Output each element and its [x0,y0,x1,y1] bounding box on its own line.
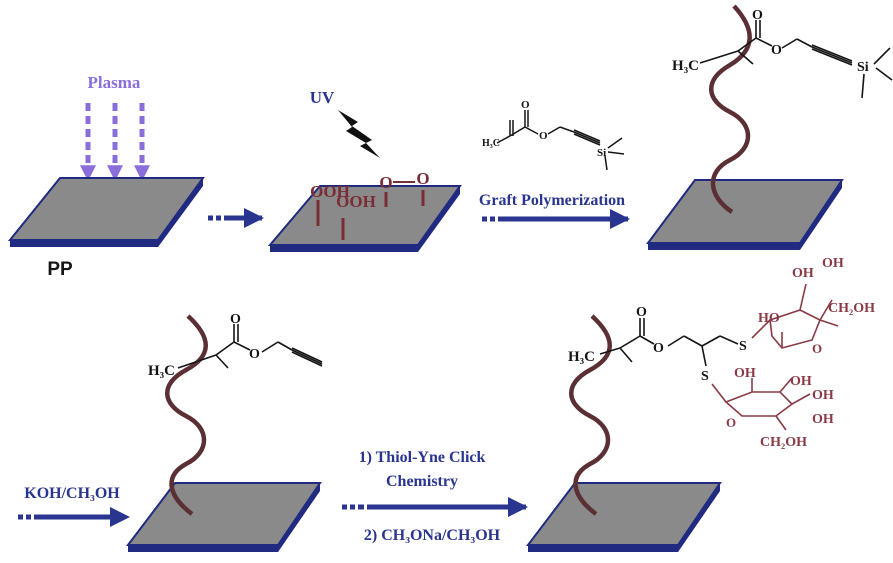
peroxide-o-2: O [416,169,429,188]
product-2-h3c: H₃C [148,363,175,379]
sugar-2-oh-lower: OH [812,412,834,427]
ooh-label-2: OOH [336,192,376,211]
plasma-arrows [79,103,151,182]
monomer-structure [496,110,625,171]
pp-label: PP [47,259,73,280]
product-3-structure [599,318,739,367]
sugar-2-oh-top: OH [734,366,756,381]
polymer-chain-3 [569,314,612,516]
product-2-structure [177,324,323,369]
monomer-h3c: H₃C [482,138,500,149]
thiol-label-3: 2) CH₃ONa/CH₃OH [364,527,501,544]
plasma-label: Plasma [88,73,141,92]
sugar-2-oh-mid: OH [790,374,812,389]
product-2-carbonyl-o: O [230,312,241,327]
lightning-bolt-icon [338,110,380,158]
product-1-si: Si [857,60,869,75]
uv-label: UV [310,88,335,107]
thioether-s-1: S [739,339,747,354]
product-3-ester-o: O [653,341,664,356]
sugar-1-ho: HO [758,311,780,326]
koh-label: KOH/CH₃OH [24,485,120,502]
graft-label: Graft Polymerization [479,192,625,209]
sugar-2-ring-o: O [726,415,736,430]
monomer-si: Si [597,147,606,159]
product-1-h3c: H₃C [672,58,699,74]
monomer-carbonyl-o: O [521,99,530,111]
sugar-2-ch2oh: CH₂OH [760,435,807,450]
sugar-1-oh-top: OH [792,266,814,281]
sugar-ring-2 [711,377,811,431]
sugar-ring-1 [751,283,839,349]
sugar-1-ch2oh: CH₂OH [828,301,875,316]
ooh-label-1: OOH [310,182,350,201]
thiol-label-2: Chemistry [386,473,458,490]
polymer-chain-2 [165,314,208,516]
product-1-ester-o: O [771,43,782,58]
peroxide-o-1: O [379,173,392,192]
sugar-2-oh-right: OH [812,388,834,403]
pp-substrate-5 [525,482,722,552]
product-1-structure [699,20,893,99]
sugar-1-oh-right: OH [822,256,844,271]
pp-substrate-1 [7,177,205,247]
thioether-s-2: S [701,369,709,384]
pp-substrate-4 [125,482,322,552]
product-3-carbonyl-o: O [636,305,647,320]
thiol-label-1: 1) Thiol-Yne Click [359,449,486,466]
product-2-ester-o: O [249,347,260,362]
sugar-1-ring-o: O [812,341,822,356]
product-1-carbonyl-o: O [752,8,763,23]
monomer-ester-o: O [539,130,548,142]
polymer-chain-1 [709,4,752,214]
pp-substrate-3 [646,179,844,250]
product-3-h3c: H₃C [568,349,595,365]
